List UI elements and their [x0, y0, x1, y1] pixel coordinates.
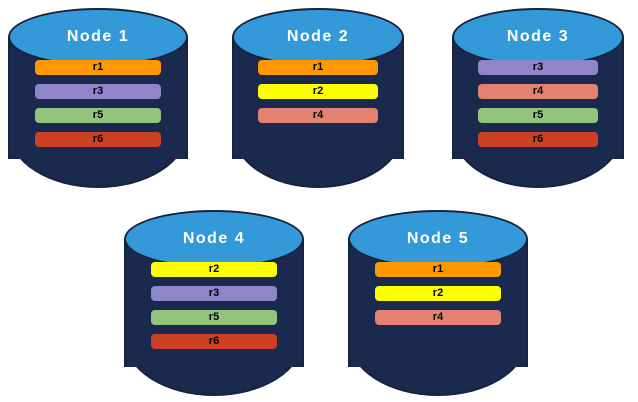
- node-2-top: Node 2: [232, 8, 404, 66]
- replica-bar-r2[interactable]: r2: [375, 286, 501, 301]
- replica-bar-r4[interactable]: r4: [375, 310, 501, 325]
- replica-bar-r4[interactable]: r4: [478, 84, 598, 99]
- node-1-replica-list: r1 r3 r5 r6: [8, 60, 188, 147]
- node-5-replica-list: r1 r2 r4: [348, 262, 528, 325]
- node-1-cylinder[interactable]: Node 1 r1 r3 r5 r6: [8, 8, 188, 188]
- replica-bar-r1[interactable]: r1: [35, 60, 161, 75]
- replica-bar-r5[interactable]: r5: [151, 310, 277, 325]
- node-2-replica-list: r1 r2 r4: [232, 60, 404, 123]
- replica-bar-r4[interactable]: r4: [258, 108, 378, 123]
- replica-bar-r3[interactable]: r3: [151, 286, 277, 301]
- node-3-label: Node 3: [506, 28, 570, 45]
- node-4-cylinder[interactable]: Node 4 r2 r3 r5 r6: [124, 210, 304, 396]
- replica-bar-r1[interactable]: r1: [375, 262, 501, 277]
- node-1-label: Node 1: [66, 28, 130, 45]
- node-4-top: Node 4: [124, 210, 304, 268]
- node-2-cylinder[interactable]: Node 2 r1 r2 r4: [232, 8, 404, 188]
- node-1-top: Node 1: [8, 8, 188, 66]
- replica-bar-r6[interactable]: r6: [478, 132, 598, 147]
- node-4-label: Node 4: [182, 230, 246, 247]
- replica-bar-r5[interactable]: r5: [478, 108, 598, 123]
- node-3-top: Node 3: [452, 8, 624, 66]
- replica-bar-r2[interactable]: r2: [151, 262, 277, 277]
- node-5-label: Node 5: [406, 230, 470, 247]
- node-5-cylinder[interactable]: Node 5 r1 r2 r4: [348, 210, 528, 396]
- node-3-cylinder[interactable]: Node 3 r3 r4 r5 r6: [452, 8, 624, 188]
- node-5-top: Node 5: [348, 210, 528, 268]
- replica-bar-r6[interactable]: r6: [35, 132, 161, 147]
- node-2-label: Node 2: [286, 28, 350, 45]
- replica-bar-r5[interactable]: r5: [35, 108, 161, 123]
- replica-bar-r6[interactable]: r6: [151, 334, 277, 349]
- replica-bar-r3[interactable]: r3: [478, 60, 598, 75]
- replica-bar-r1[interactable]: r1: [258, 60, 378, 75]
- replica-bar-r3[interactable]: r3: [35, 84, 161, 99]
- node-3-replica-list: r3 r4 r5 r6: [452, 60, 624, 147]
- replica-bar-r2[interactable]: r2: [258, 84, 378, 99]
- node-4-replica-list: r2 r3 r5 r6: [124, 262, 304, 349]
